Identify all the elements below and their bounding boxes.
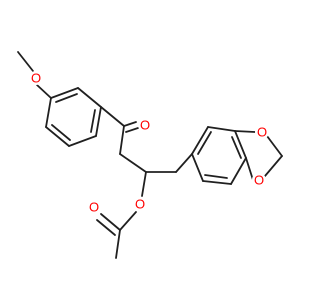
bond-ring1-a-inner: [55, 93, 78, 103]
atom-ketone-oxygen: O: [138, 118, 152, 133]
bond-dioxole-upper-ch2: [266, 135, 283, 157]
bond-ester-carbonyl: [119, 211, 137, 231]
bond-dioxole-lower-o: [245, 157, 254, 181]
molecule-diagram: O O O O O O: [17, 51, 283, 259]
bond-ring1-d: [68, 135, 97, 147]
atom-methoxy-oxygen: O: [29, 71, 43, 86]
ketone-oxygen-label: O: [140, 118, 150, 133]
dioxole-upper-oxygen-label: O: [257, 125, 267, 140]
bond-carbonyl-double-1: [123, 121, 137, 127]
bond-ring2-d: [230, 157, 247, 185]
bond-ring2-e: [202, 180, 232, 185]
dioxole-lower-oxygen-label: O: [254, 173, 264, 188]
atom-acetyl-oxygen: O: [87, 200, 101, 215]
bond-methoxy-o-ring: [36, 84, 52, 99]
bond-ring1-e-inner: [51, 124, 71, 141]
bond-ring2-f: [191, 153, 204, 182]
bond-ring1-e: [45, 126, 70, 147]
bond-methyl-methoxy-o: [17, 51, 34, 72]
bond-chain-ester-carbon: [119, 153, 147, 173]
bond-acetyl-methyl: [115, 229, 121, 259]
bond-ester-oxygen: [141, 171, 147, 197]
bond-carbonyl-chain: [119, 125, 125, 155]
atom-dioxole-lower-oxygen: O: [252, 173, 266, 188]
bond-ring2-a-inner: [197, 131, 212, 155]
bond-acetyl-double-1: [100, 213, 121, 231]
bond-dioxole-lower-ch2: [264, 155, 283, 177]
bond-dioxole-upper-o: [234, 130, 256, 133]
bond-acetyl-double-2: [96, 219, 116, 236]
acetyl-oxygen-label: O: [89, 200, 99, 215]
bond-ring2-c-inner: [231, 136, 242, 159]
atom-dioxole-upper-oxygen: O: [255, 125, 269, 140]
bond-ring1-c-inner: [90, 109, 96, 133]
methoxy-oxygen-label: O: [31, 71, 41, 86]
bond-ring2-a: [191, 126, 209, 155]
bond-ring1-b: [77, 87, 102, 108]
bond-benzyl-ring: [175, 153, 193, 173]
bond-carbonyl-double-2: [125, 127, 139, 133]
bond-ring1-a: [50, 87, 79, 99]
ester-oxygen-label: O: [135, 197, 145, 212]
bond-ring2-c: [234, 130, 247, 159]
atom-ester-oxygen: O: [133, 197, 147, 212]
bond-ring-carbonyl: [100, 106, 125, 127]
bond-ring1-f: [45, 97, 52, 128]
bond-ring2-e-inner: [204, 174, 228, 179]
bond-ring2-b: [207, 126, 236, 132]
bond-ring1-c: [95, 106, 102, 137]
